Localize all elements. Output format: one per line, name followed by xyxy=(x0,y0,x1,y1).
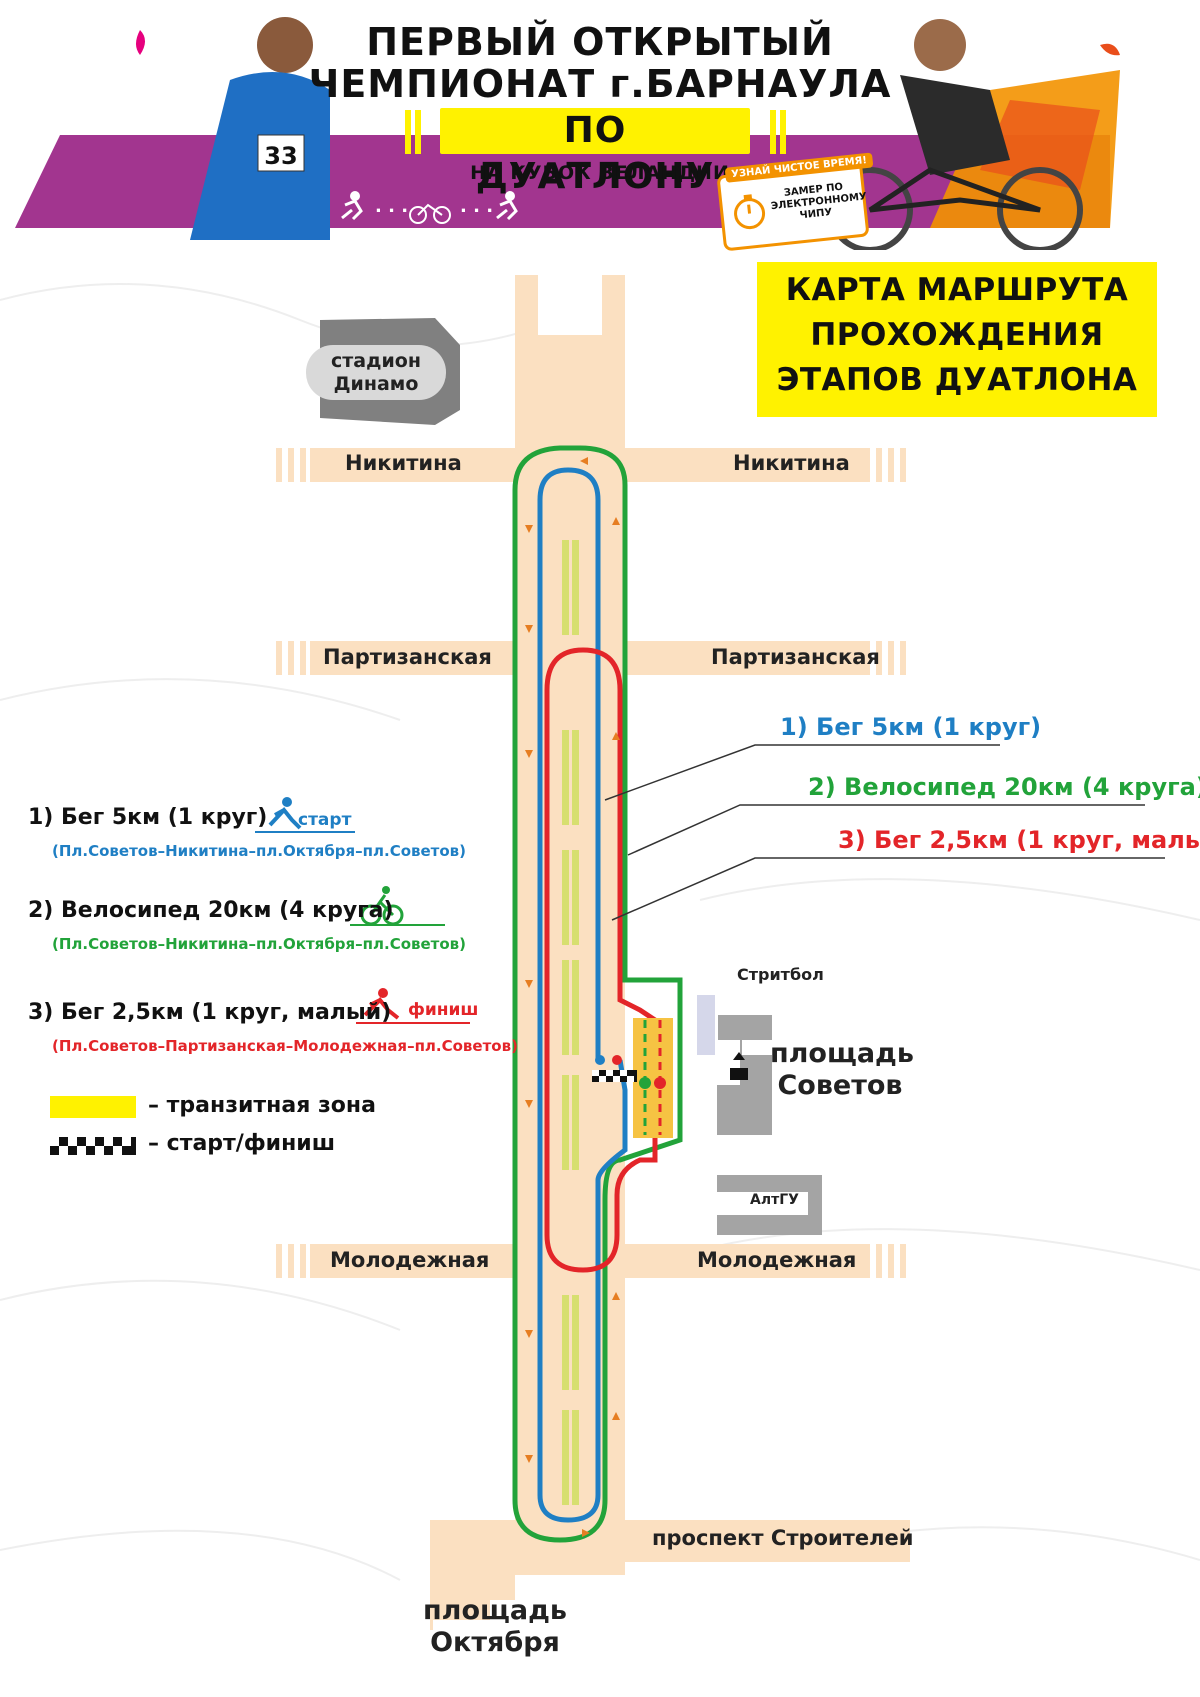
street-stroiteley: проспект Строителей xyxy=(652,1526,914,1550)
distance-run-2: 2,5 км xyxy=(487,228,531,242)
route-label-bike-20km: 2) Велосипед 20км (4 круга) xyxy=(808,773,1200,801)
legend-icons xyxy=(255,797,470,1024)
street-nikitina-right: Никитина xyxy=(733,451,850,475)
stadium-label-line-1: стадион xyxy=(331,350,421,372)
run-2-5km-route-line xyxy=(544,647,658,1273)
key-transit-label: – транзитная зона xyxy=(148,1093,376,1118)
monument-icon xyxy=(730,1052,748,1080)
legend-run-2-5km-title: 3) Бег 2,5км (1 круг, малый) xyxy=(28,1000,392,1025)
event-subtitle: НА КУБОК ВЕЛАНДИИ xyxy=(470,162,730,184)
svg-text:. . .: . . . xyxy=(375,196,408,217)
legend-bike-title: 2) Велосипед 20км (4 круга) xyxy=(28,898,394,923)
street-partizanskaya-left: Партизанская xyxy=(323,645,492,669)
map-title-line-2: ПРОХОЖДЕНИЯ xyxy=(810,317,1104,353)
contour-background xyxy=(0,283,1200,1581)
distance-bike: 20 км xyxy=(412,228,451,242)
oktyabrya-label-line-1: площадь xyxy=(423,1595,567,1626)
altgu-building xyxy=(717,1175,822,1235)
oktyabrya-square-area xyxy=(430,1520,625,1630)
legend-runner-start-icon xyxy=(255,797,355,833)
key-start-finish-swatch xyxy=(50,1137,136,1155)
event-title-line-2: ЧЕМПИОНАТ г.БАРНАУЛА xyxy=(308,62,892,106)
stadium-dinamo-label: стадион Динамо xyxy=(318,350,434,396)
legend-bicycle-icon xyxy=(350,886,445,926)
median-green-strips xyxy=(562,540,579,1505)
street-molodezhnaya-left: Молодежная xyxy=(330,1248,490,1272)
start-finish-line xyxy=(592,1070,637,1082)
sovetov-label-line-1: площадь xyxy=(770,1038,914,1069)
runner-photo: 33 xyxy=(190,17,330,240)
stroiteley-road xyxy=(625,1520,910,1562)
legend-start-label: старт xyxy=(298,810,352,830)
distance-run-1: 5 км xyxy=(335,228,366,242)
sport-icons: . . . . . . xyxy=(341,191,518,224)
legend-runner-finish-icon xyxy=(356,988,470,1024)
sovetov-label-line-2: Советов xyxy=(777,1070,903,1102)
streetball-court xyxy=(697,995,715,1055)
route-label-run-5km: 1) Бег 5км (1 круг) xyxy=(780,713,1042,741)
run-5km-route-line xyxy=(537,467,628,1523)
key-start-finish-label: – старт/финиш xyxy=(148,1131,336,1156)
svg-text:33: 33 xyxy=(264,142,297,170)
map-title-line-3: ЭТАПОВ ДУАТЛОНА xyxy=(776,362,1138,398)
stadium-dinamo-shape xyxy=(306,318,460,425)
altgu-label: АлтГУ xyxy=(750,1192,799,1208)
event-title-line-1: ПЕРВЫЙ ОТКРЫТЫЙ xyxy=(366,20,834,64)
oktyabrya-square-label: площадь Октября xyxy=(415,1595,575,1660)
road-hatch-top xyxy=(515,282,625,312)
sovetov-square-label: площадь Советов xyxy=(770,1038,914,1103)
cyclist-photo xyxy=(827,19,1083,250)
legend-run-2-5km-route: (Пл.Советов–Партизанская–Молодежная–пл.С… xyxy=(52,1037,518,1055)
route-label-run-2-5km: 3) Бег 2,5км (1 круг, малый) xyxy=(838,826,1200,854)
bike-route-line xyxy=(512,445,683,1543)
street-molodezhnaya-right: Молодежная xyxy=(697,1248,857,1272)
streetball-label: Стритбол xyxy=(737,965,824,984)
stadium-label-line-2: Динамо xyxy=(333,372,419,395)
event-banner: 33 . . . . . . ПЕРВЫЙ ОТ xyxy=(0,0,1200,252)
chip-timing-badge: УЗНАЙ ЧИСТОЕ ВРЕМЯ! ЗАМЕР ПО ЭЛЕКТРОННОМ… xyxy=(716,152,874,252)
event-title-line-3: ПО ДУАТЛОНУ xyxy=(440,108,750,197)
stopwatch-icon xyxy=(734,194,766,230)
street-partizanskaya-right: Партизанская xyxy=(711,645,880,669)
svg-text:. . .: . . . xyxy=(460,196,493,217)
street-nikitina-left: Никитина xyxy=(345,451,462,475)
street-hatches xyxy=(276,448,906,1278)
legend-finish-label: финиш xyxy=(408,1000,479,1020)
direction-arrows xyxy=(525,457,620,1537)
key-transit-swatch xyxy=(50,1096,136,1118)
oktyabrya-label-line-2: Октября xyxy=(430,1627,560,1659)
route-label-leaders xyxy=(604,744,1165,921)
legend-run-5km-title: 1) Бег 5км (1 круг) xyxy=(28,805,268,830)
map-title-line-1: КАРТА МАРШРУТА xyxy=(785,272,1129,308)
legend-bike-route: (Пл.Советов–Никитина–пл.Октября–пл.Совет… xyxy=(52,935,467,953)
map-title-box: КАРТА МАРШРУТА ПРОХОЖДЕНИЯ ЭТАПОВ ДУАТЛО… xyxy=(757,262,1157,417)
transit-zone-box xyxy=(633,1018,673,1138)
legend-run-5km-route: (Пл.Советов–Никитина–пл.Октября–пл.Совет… xyxy=(52,842,467,860)
